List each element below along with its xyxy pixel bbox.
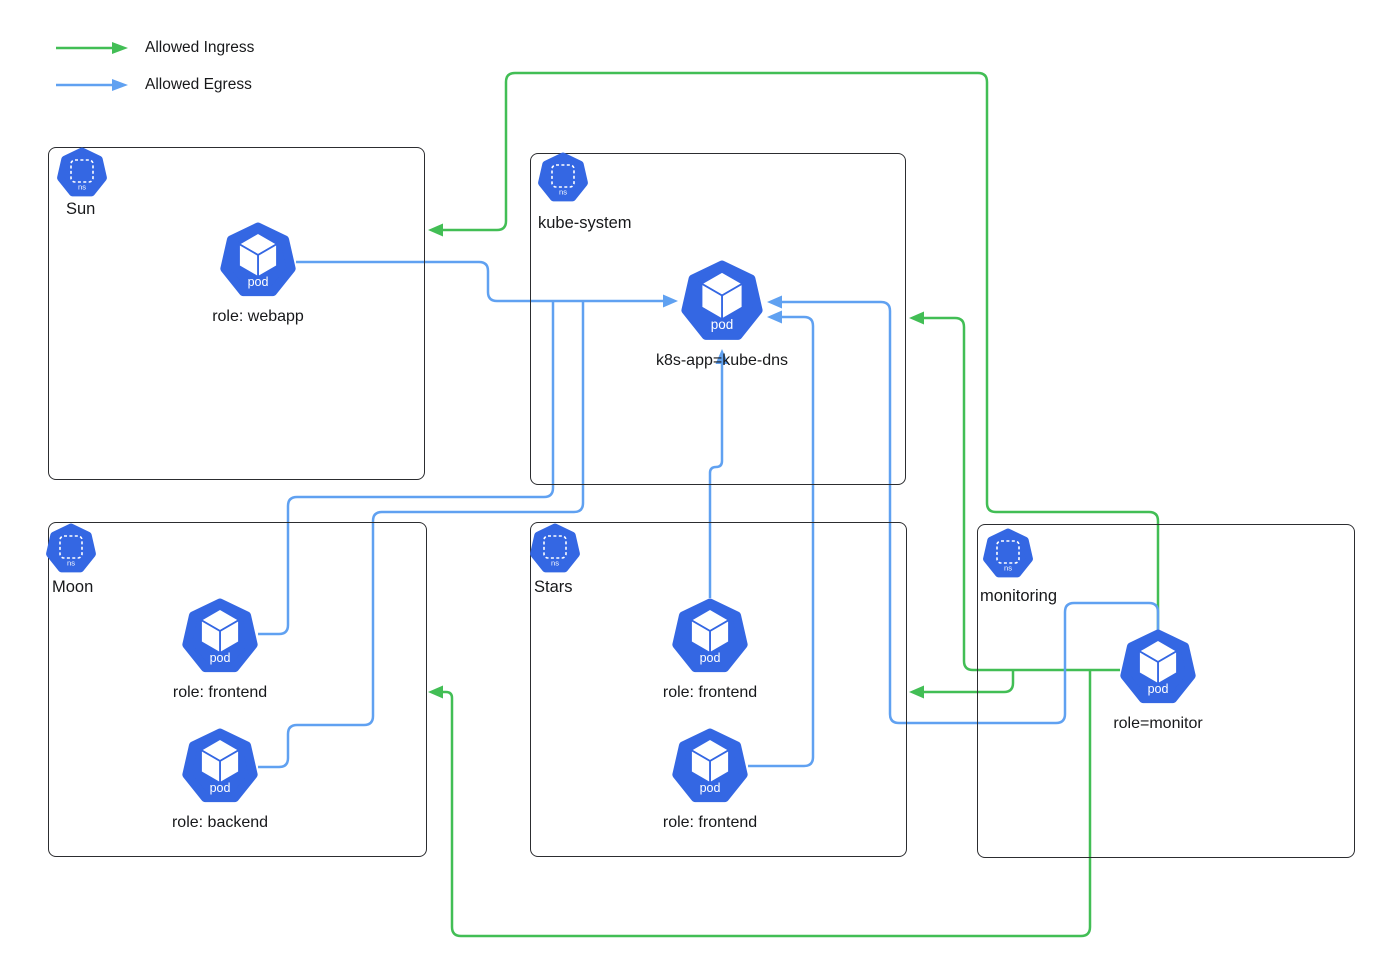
pod-webapp: pod xyxy=(217,220,299,307)
legend-egress-row: Allowed Egress xyxy=(55,73,254,97)
pod-cube-icon xyxy=(200,749,221,784)
ns-dashed-square xyxy=(59,535,83,559)
pod-icon-label: pod xyxy=(711,317,734,332)
pod-icon-label: pod xyxy=(248,275,269,289)
ns-icon-sun: ns xyxy=(56,147,108,204)
pod-cube-icon xyxy=(700,282,723,321)
pod-icon-label: pod xyxy=(210,651,231,665)
pod-icon-label: pod xyxy=(1148,682,1169,696)
ns-dashed-square xyxy=(543,535,567,559)
ingress-arrowhead xyxy=(909,311,924,325)
pod-kube-dns: pod xyxy=(678,258,766,351)
pod-heptagon-icon: pod xyxy=(681,260,763,340)
pod-label-moon-backend: role: backend xyxy=(171,814,269,831)
pod-moon-frontend: pod xyxy=(179,596,261,683)
namespace-box-sun xyxy=(48,147,425,480)
legend-egress-label: Allowed Egress xyxy=(145,76,252,93)
pod-label-kube-dns: k8s-app=kube-dns xyxy=(655,352,789,369)
ns-icon-moon: ns xyxy=(45,523,97,580)
pod-label-stars-frontend-1: role: frontend xyxy=(662,684,758,701)
legend-ingress-label: Allowed Ingress xyxy=(145,39,255,56)
ingress-arrowhead xyxy=(428,685,443,699)
namespace-heptagon-icon: ns xyxy=(538,152,588,202)
pod-label-monitor: role=monitor xyxy=(1113,715,1203,732)
ns-icon-monitoring: ns xyxy=(982,528,1034,585)
pod-heptagon-icon: pod xyxy=(672,728,748,803)
ns-icon-stars: ns xyxy=(529,523,581,580)
namespace-box-moon xyxy=(48,522,427,857)
ns-icon-label: ns xyxy=(1004,564,1012,573)
namespace-heptagon-icon: ns xyxy=(57,147,107,197)
namespace-box-monitoring xyxy=(977,524,1355,858)
legend: Allowed Ingress Allowed Egress xyxy=(55,36,254,110)
pod-heptagon-icon: pod xyxy=(220,222,296,297)
pod-heptagon-icon: pod xyxy=(1120,629,1196,704)
ingress-arrowhead xyxy=(909,685,924,699)
legend-ingress-row: Allowed Ingress xyxy=(55,36,254,60)
namespace-heptagon-icon: ns xyxy=(530,523,580,573)
namespace-label-kube-system: kube-system xyxy=(538,214,632,232)
pod-label-moon-frontend: role: frontend xyxy=(172,684,268,701)
pod-heptagon-icon: pod xyxy=(182,598,258,673)
namespace-label-sun: Sun xyxy=(66,200,96,218)
pod-label-stars-frontend-2: role: frontend xyxy=(662,814,758,831)
pod-cube-icon xyxy=(690,619,711,654)
pod-stars-frontend-2: pod xyxy=(669,726,751,813)
namespace-box-kube-system xyxy=(530,153,906,485)
namespace-box-stars xyxy=(530,522,907,857)
ns-dashed-square xyxy=(551,164,575,188)
ns-dashed-square xyxy=(996,540,1020,564)
ns-dashed-square xyxy=(70,159,94,183)
pod-cube-icon xyxy=(690,749,711,784)
pod-heptagon-icon: pod xyxy=(182,728,258,803)
pod-cube-icon xyxy=(200,619,221,654)
pod-heptagon-icon: pod xyxy=(672,598,748,673)
namespace-heptagon-icon: ns xyxy=(46,523,96,573)
ns-icon-label: ns xyxy=(559,188,567,197)
pod-icon-label: pod xyxy=(700,781,721,795)
ns-icon-kube-system: ns xyxy=(537,152,589,209)
pod-cube-icon xyxy=(238,243,259,278)
pod-icon-label: pod xyxy=(700,651,721,665)
pod-label-webapp: role: webapp xyxy=(212,308,304,325)
pod-stars-frontend-1: pod xyxy=(669,596,751,683)
ingress-arrow-icon xyxy=(56,42,128,54)
namespace-label-monitoring: monitoring xyxy=(980,587,1058,605)
pod-moon-backend: pod xyxy=(179,726,261,813)
ns-icon-label: ns xyxy=(67,559,75,568)
pod-monitor: pod xyxy=(1117,627,1199,714)
pod-icon-label: pod xyxy=(210,781,231,795)
pod-cube-icon xyxy=(1138,650,1159,685)
namespace-label-moon: Moon xyxy=(52,578,94,596)
ns-icon-label: ns xyxy=(551,559,559,568)
egress-arrow-icon xyxy=(56,79,128,91)
ns-icon-label: ns xyxy=(78,183,86,192)
namespace-heptagon-icon: ns xyxy=(983,528,1033,578)
ingress-arrowhead xyxy=(428,223,443,237)
namespace-label-stars: Stars xyxy=(534,578,573,596)
